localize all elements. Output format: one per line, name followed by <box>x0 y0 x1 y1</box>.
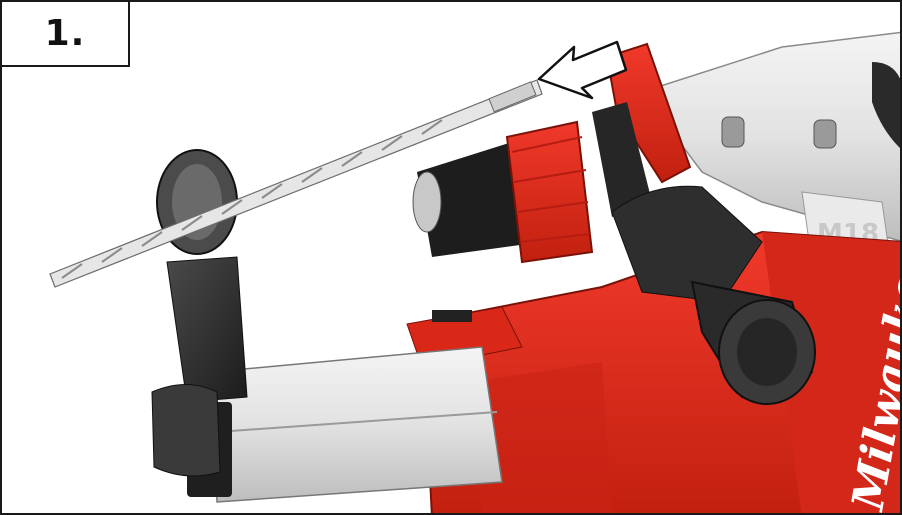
step-number: 1. <box>45 13 86 54</box>
step-number-box: 1. <box>0 0 130 67</box>
keyless-chuck <box>413 122 592 262</box>
